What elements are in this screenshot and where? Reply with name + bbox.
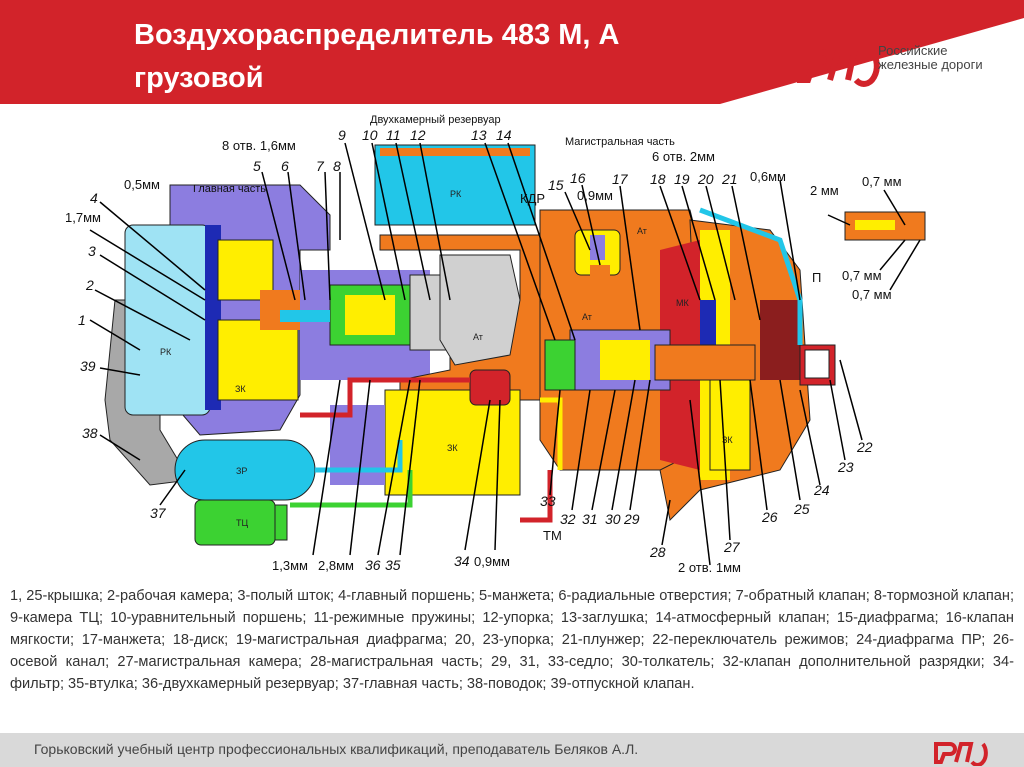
part-number-37: 37 xyxy=(150,505,167,521)
annotation-1-3mm: 1,3мм xyxy=(272,558,308,573)
annotation-0-7mm-c: 0,7 мм xyxy=(852,287,892,302)
main-part-body xyxy=(104,184,493,486)
part-number-7: 7 xyxy=(316,158,325,174)
part-number-28: 28 xyxy=(649,544,666,560)
part-number-31: 31 xyxy=(582,511,598,527)
part-number-29: 29 xyxy=(623,511,640,527)
brand-name: Российские железные дороги xyxy=(878,44,983,72)
chamber-tc: ТЦ xyxy=(236,518,248,528)
rzd-logo xyxy=(797,49,880,87)
part-number-16: 16 xyxy=(570,170,586,186)
annotation-1-7mm: 1,7мм xyxy=(65,210,101,225)
footer-rzd-logo xyxy=(934,742,988,766)
annotation-0-9mm-bottom: 0,9мм xyxy=(474,554,510,569)
part-number-13: 13 xyxy=(471,127,487,143)
part-number-5: 5 xyxy=(253,158,261,174)
part-number-34: 34 xyxy=(454,553,470,569)
chamber-mk: МК xyxy=(676,298,689,308)
annotation-2-8mm: 2,8мм xyxy=(318,558,354,573)
section-mag-part: Магистральная часть xyxy=(565,136,675,148)
annotation-0-9mm-top: 0,9мм xyxy=(577,188,613,203)
annotation-0-5mm: 0,5мм xyxy=(124,177,160,192)
part-number-4: 4 xyxy=(90,190,98,206)
annotation-8-holes: 8 отв. 1,6мм xyxy=(222,138,296,153)
chamber-rk-top: РК xyxy=(450,189,462,199)
part-number-20: 20 xyxy=(697,171,714,187)
chamber-rk-left: РК xyxy=(160,347,172,357)
parts-legend: 1, 25-крышка; 2-рабочая камера; 3-полый … xyxy=(10,588,1014,692)
part-number-33: 33 xyxy=(540,493,556,509)
annotation-0-7mm-a: 0,7 мм xyxy=(862,174,902,189)
part-number-10: 10 xyxy=(362,127,378,143)
air-distributor-diagram: РК РК ЗК ЗК ЗК Ат Ат Ат МК ЗР ТЦ П Главн… xyxy=(0,112,1024,582)
annotation-2mm: 2 мм xyxy=(810,183,839,198)
part-number-23: 23 xyxy=(837,459,854,475)
part-number-22: 22 xyxy=(856,439,873,455)
part-number-32: 32 xyxy=(560,511,576,527)
part-number-21: 21 xyxy=(721,171,738,187)
part-number-12: 12 xyxy=(410,127,426,143)
part-number-15: 15 xyxy=(548,177,564,193)
annotation-0-6mm: 0,6мм xyxy=(750,169,786,184)
part-number-38: 38 xyxy=(82,425,98,441)
chamber-zk-left: ЗК xyxy=(235,384,246,394)
part-number-9: 9 xyxy=(338,127,346,143)
part-number-8: 8 xyxy=(333,158,341,174)
header-banner: Воздухораспределитель 483 М, А грузовой … xyxy=(0,0,1024,110)
part-number-18: 18 xyxy=(650,171,666,187)
page-title: Воздухораспределитель 483 М, А грузовой xyxy=(134,19,620,94)
part-number-26: 26 xyxy=(761,509,778,525)
chamber-at-1: Ат xyxy=(473,332,483,342)
part-number-27: 27 xyxy=(723,539,741,555)
annotation-2-holes: 2 отв. 1мм xyxy=(678,560,741,575)
part-number-30: 30 xyxy=(605,511,621,527)
part-number-17: 17 xyxy=(612,171,629,187)
tc-cylinder xyxy=(194,499,288,546)
part-number-3: 3 xyxy=(88,243,96,259)
part-number-25: 25 xyxy=(793,501,810,517)
chamber-at-2: Ат xyxy=(582,312,592,322)
mode-switch-piece xyxy=(844,211,926,241)
part-number-1: 1 xyxy=(78,312,86,328)
annotation-kdr: КДР xyxy=(520,191,545,206)
part-number-14: 14 xyxy=(496,127,512,143)
part-number-35: 35 xyxy=(385,557,401,573)
annotation-tm: ТМ xyxy=(543,528,562,543)
chamber-at-3: Ат xyxy=(637,226,647,236)
diagram-svg: РК РК ЗК ЗК ЗК Ат Ат Ат МК ЗР ТЦ П Главн… xyxy=(65,114,926,575)
chamber-zk-right: ЗК xyxy=(722,435,733,445)
brand-line-1: Российские xyxy=(878,43,948,58)
chamber-p: П xyxy=(812,270,821,285)
leader-lines xyxy=(89,142,921,566)
part-number-19: 19 xyxy=(674,171,690,187)
annotation-0-7mm-b: 0,7 мм xyxy=(842,268,882,283)
part-number-6: 6 xyxy=(281,158,289,174)
section-two-chamber: Двухкамерный резервуар xyxy=(370,114,501,126)
part-number-24: 24 xyxy=(813,482,830,498)
part-number-2: 2 xyxy=(85,277,94,293)
reservoir-body xyxy=(330,144,541,496)
brand-line-2: железные дороги xyxy=(878,57,983,72)
part-number-39: 39 xyxy=(80,358,96,374)
magistral-part-body xyxy=(539,209,836,522)
part-number-11: 11 xyxy=(386,127,401,143)
header-background xyxy=(0,0,1024,104)
part-number-36: 36 xyxy=(365,557,381,573)
annotation-6-holes: 6 отв. 2мм xyxy=(652,149,715,164)
chamber-zk-mid: ЗК xyxy=(447,443,458,453)
footer-credit: Горьковский учебный центр профессиональн… xyxy=(34,741,639,757)
section-main-part: Главная часть xyxy=(193,183,266,195)
chamber-zr: ЗР xyxy=(236,466,247,476)
footer-bar: Горьковский учебный центр профессиональн… xyxy=(0,733,1024,767)
